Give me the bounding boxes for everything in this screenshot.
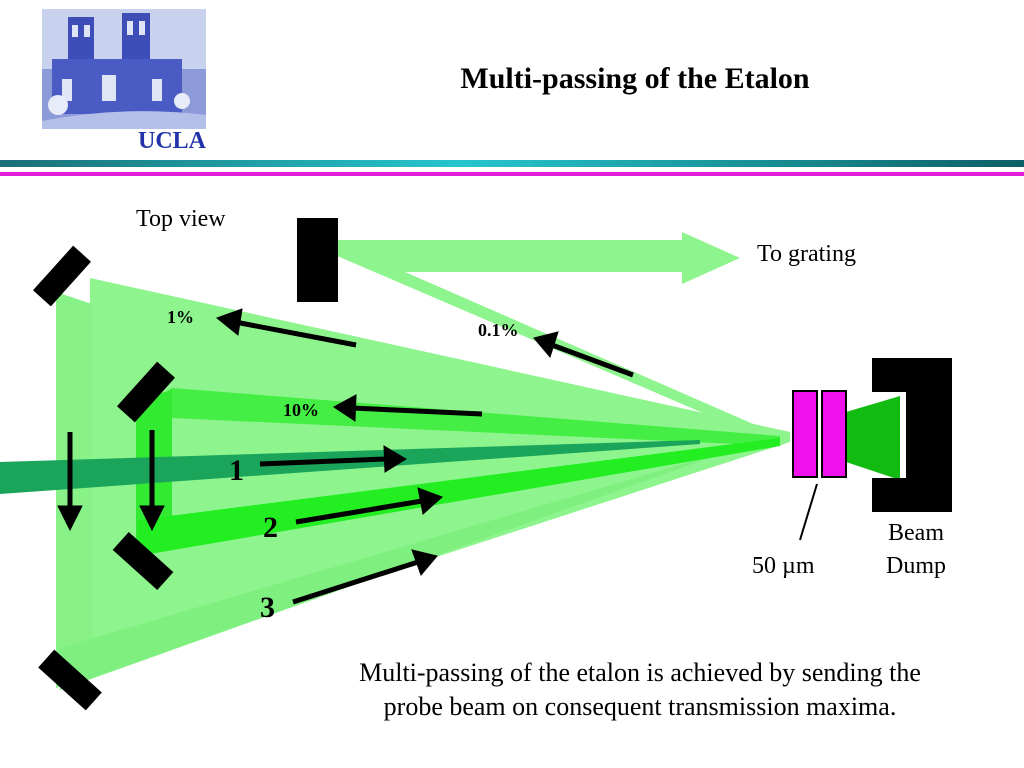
mirror-top-left [33, 245, 91, 307]
beam-dump-label-line1: Beam [888, 520, 944, 546]
arrow-pass2 [295, 498, 423, 525]
mirror-output [297, 218, 338, 302]
top-view-label: Top view [136, 206, 226, 232]
arrow-1pct [234, 319, 357, 348]
beam-to-dump [846, 396, 900, 480]
arrow-pass1 [259, 456, 387, 467]
beam-left-column [56, 292, 92, 688]
label-pass3: 3 [260, 591, 275, 624]
label-1pct: 1% [167, 307, 194, 327]
header-rule-teal [0, 160, 1024, 167]
arrow-01pct [551, 342, 634, 378]
label-10pct: 10% [283, 400, 319, 420]
beam-pass1 [0, 440, 700, 494]
beam-pass3-return [58, 278, 790, 680]
caption: Multi-passing of the etalon is achieved … [300, 656, 980, 724]
mirror-lower-mid [112, 532, 174, 590]
beam-dump [872, 358, 952, 512]
beam-pass2-return [140, 388, 780, 446]
to-grating-label: To grating [757, 241, 856, 267]
label-pass2: 2 [263, 511, 278, 544]
header-rule-magenta [0, 172, 1024, 176]
thickness-pointer [799, 483, 818, 541]
page-title: Multi-passing of the Etalon [460, 62, 810, 95]
etalon-thickness-label: 50 µm [752, 553, 815, 579]
label-pass1: 1 [229, 454, 244, 487]
mirror-upper-mid [117, 361, 175, 423]
arrow-10pct [351, 405, 483, 417]
etalon-plate-2 [821, 390, 847, 478]
arrow-pass3 [292, 559, 419, 605]
beam-dump-label: Beam Dump [876, 517, 956, 583]
etalon-plate-1 [792, 390, 818, 478]
beam-dump-label-line2: Dump [886, 553, 946, 579]
logo-text: UCLA [137, 128, 206, 154]
caption-line2: probe beam on consequent transmission ma… [383, 692, 897, 721]
caption-line1: Multi-passing of the etalon is achieved … [359, 658, 921, 687]
mirror-bottom-left [38, 649, 102, 711]
label-01pct: 0.1% [478, 320, 519, 340]
ucla-logo [42, 9, 206, 129]
beam-pass2 [138, 438, 780, 556]
